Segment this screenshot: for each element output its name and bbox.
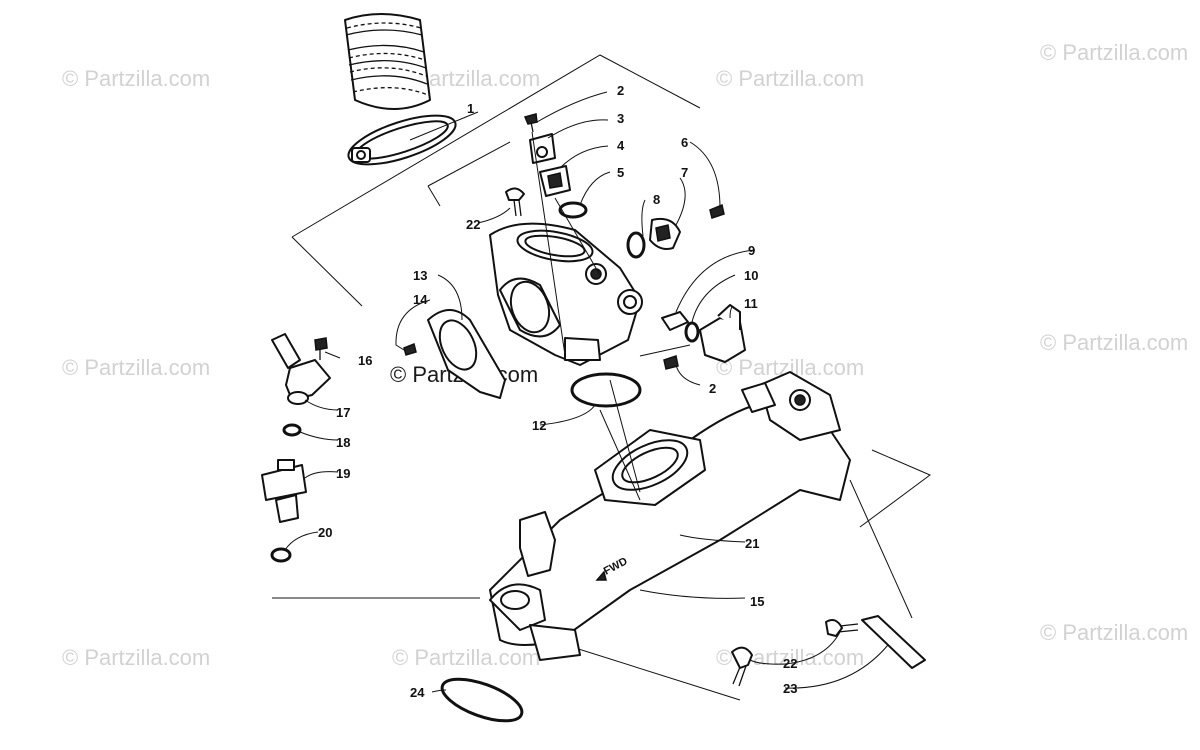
callout-6: 6 — [681, 135, 688, 150]
o-ring-12 — [570, 372, 642, 408]
group-brackets — [272, 54, 931, 701]
watermark-mid-left: © Partzilla.com — [62, 355, 210, 380]
callout-2-top: 2 — [617, 83, 624, 98]
callout-10: 10 — [744, 268, 758, 283]
callout-15: 15 — [750, 594, 764, 609]
bracket-item-15-right — [549, 449, 931, 701]
callout-24: 24 — [410, 685, 425, 700]
callout-16: 16 — [358, 353, 372, 368]
lower-parts — [440, 615, 926, 723]
callouts: 1 2 3 4 5 6 7 8 9 10 11 2 12 13 14 16 17… — [318, 83, 797, 700]
callout-23: 23 — [783, 681, 797, 696]
callout-2-lower: 2 — [709, 381, 716, 396]
o-ring-24 — [440, 677, 524, 723]
callout-5: 5 — [617, 165, 624, 180]
callout-21: 21 — [745, 536, 759, 551]
watermark-top-right: © Partzilla.com — [716, 66, 864, 91]
bracket-item-1-inner — [427, 141, 511, 207]
watermark-bottom-center: © Partzilla.com — [392, 645, 540, 670]
injector-assembly — [261, 333, 331, 563]
bracket-item-1-left — [291, 236, 363, 307]
intake-boot — [344, 13, 457, 166]
callout-1: 1 — [467, 101, 474, 116]
watermark-mid-far-right: © Partzilla.com — [1040, 330, 1188, 355]
callout-9: 9 — [748, 243, 755, 258]
bracket-item-1-top — [291, 54, 701, 238]
callout-17: 17 — [336, 405, 350, 420]
callout-3: 3 — [617, 111, 624, 126]
watermark-bottom-far-right: © Partzilla.com — [1040, 620, 1188, 645]
watermark-top-left: © Partzilla.com — [62, 66, 210, 91]
callout-14: 14 — [413, 292, 428, 307]
throttle-small-parts — [505, 113, 746, 370]
callout-18: 18 — [336, 435, 350, 450]
callout-7: 7 — [681, 165, 688, 180]
bracket-item-23 — [849, 479, 913, 619]
callout-11: 11 — [744, 296, 758, 311]
callout-13: 13 — [413, 268, 427, 283]
callout-4: 4 — [617, 138, 625, 153]
watermarks: © Partzilla.com © Partzilla.com © Partzi… — [62, 40, 1188, 670]
callout-22-lower: 22 — [783, 656, 797, 671]
gasket-plate — [403, 309, 506, 399]
intake-manifold: FWD — [489, 371, 851, 661]
callout-22-upper: 22 — [466, 217, 480, 232]
leader-lines — [284, 91, 889, 693]
callout-20: 20 — [318, 525, 332, 540]
callout-12: 12 — [532, 418, 546, 433]
watermark-top-far-right: © Partzilla.com — [1040, 40, 1188, 65]
callout-8: 8 — [653, 192, 660, 207]
watermark-bottom-left: © Partzilla.com — [62, 645, 210, 670]
callout-19: 19 — [336, 466, 350, 481]
throttle-body — [489, 222, 643, 366]
